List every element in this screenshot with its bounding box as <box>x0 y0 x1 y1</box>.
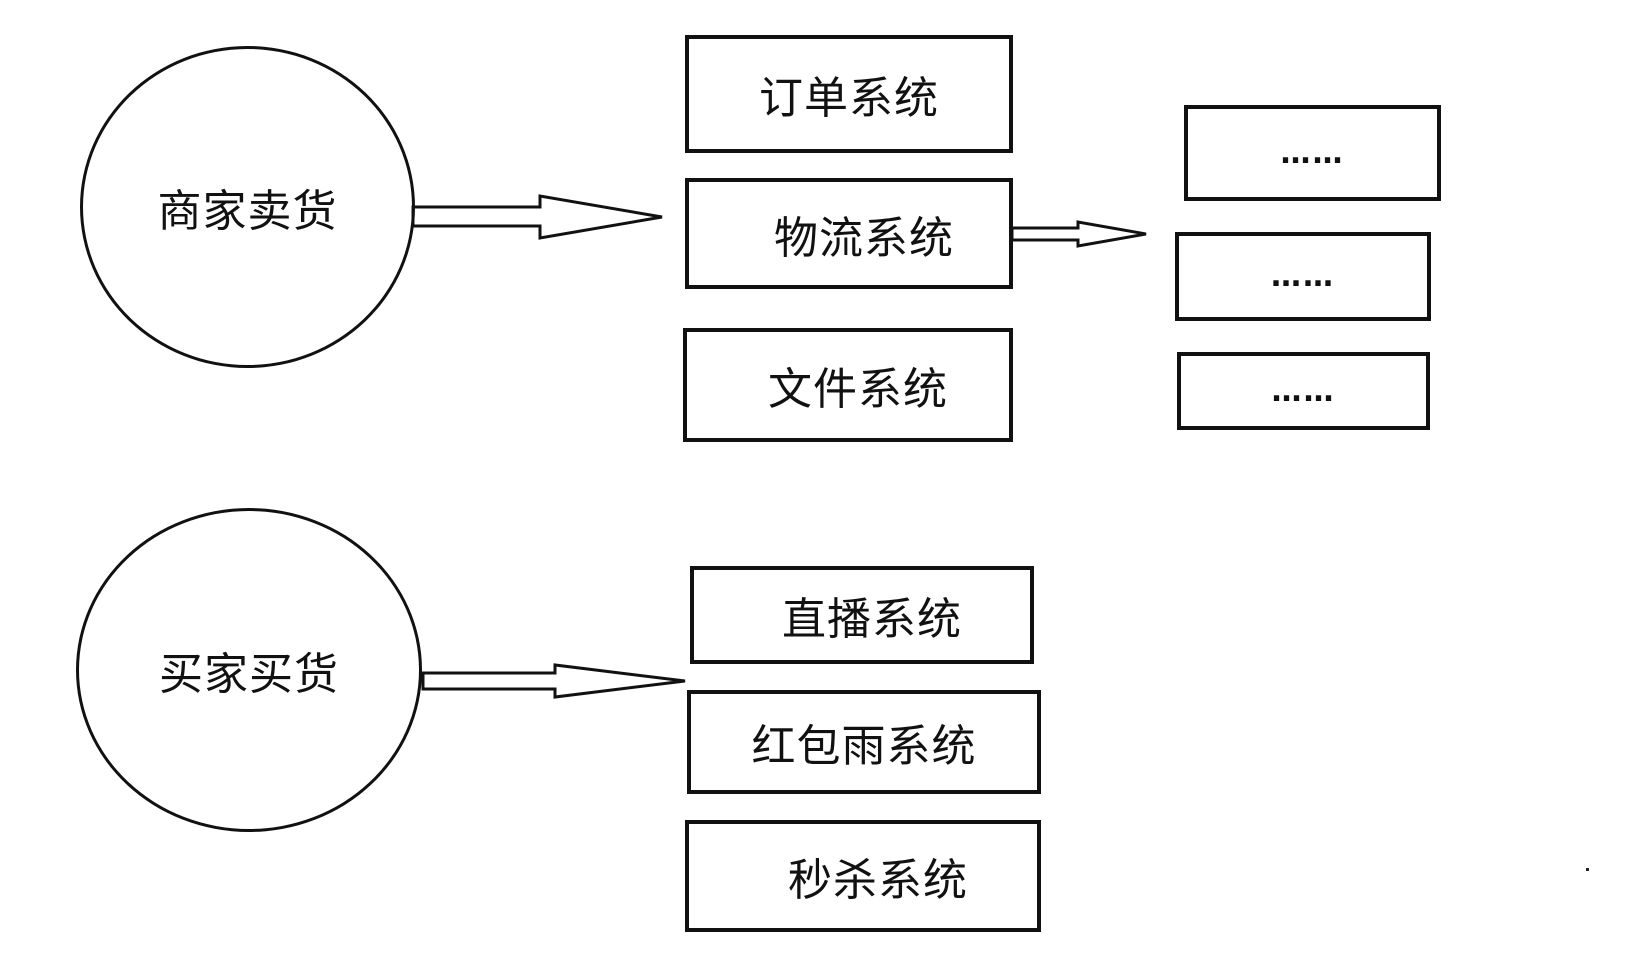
seller-label: 商家卖货 <box>157 186 338 237</box>
flash-sale-system-label: 秒杀系统 <box>788 855 968 906</box>
logistics-subsystem-box-3: …… <box>1177 352 1430 430</box>
flash-sale-system-box: 秒杀系统 <box>685 820 1041 932</box>
file-system-box: 文件系统 <box>683 328 1013 442</box>
live-system-box: 直播系统 <box>690 566 1034 664</box>
arrow-logistics-to-subsystems <box>1010 220 1147 248</box>
arrow-buyer-to-systems <box>421 663 686 699</box>
live-system-label: 直播系统 <box>782 594 962 645</box>
file-system-label: 文件系统 <box>768 364 948 415</box>
red-packet-system-label: 红包雨系统 <box>751 721 977 772</box>
arrow-seller-to-systems <box>411 194 663 240</box>
logistics-system-label: 物流系统 <box>774 212 954 264</box>
logistics-subsystem-box-2: …… <box>1175 232 1431 321</box>
logistics-subsystem-label-3: …… <box>1271 373 1336 409</box>
red-packet-system-box: 红包雨系统 <box>687 690 1041 794</box>
logistics-system-box: 物流系统 <box>685 178 1013 289</box>
logistics-subsystem-label-2: …… <box>1271 259 1335 294</box>
buyer-circle: 买家买货 <box>76 508 422 832</box>
logistics-subsystem-label-1: …… <box>1280 135 1345 171</box>
seller-circle: 商家卖货 <box>80 46 415 368</box>
order-system-box: 订单系统 <box>685 35 1013 153</box>
logistics-subsystem-box-1: …… <box>1184 105 1441 201</box>
stray-dot <box>1586 868 1589 871</box>
order-system-label: 订单系统 <box>759 73 939 124</box>
buyer-label: 买家买货 <box>159 649 339 700</box>
